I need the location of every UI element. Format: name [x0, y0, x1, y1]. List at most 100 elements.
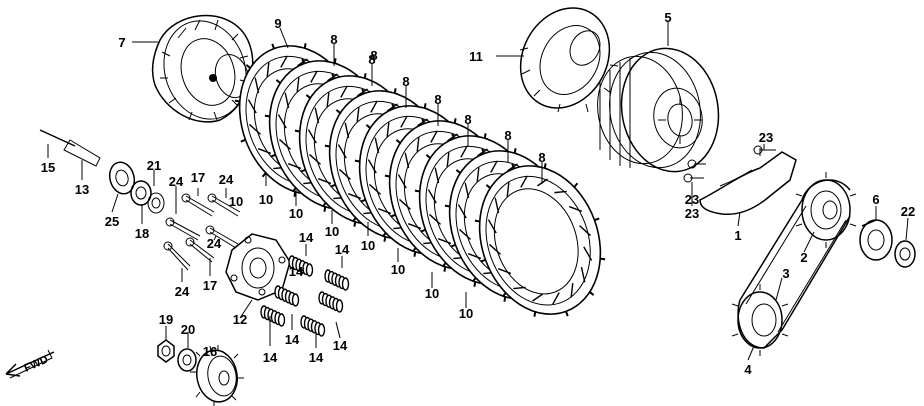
callout-8: 8: [504, 128, 511, 143]
callout-9: 9: [274, 16, 281, 31]
callout-3: 3: [782, 266, 789, 281]
plate-tab: [473, 281, 477, 287]
clutch-spring: [288, 255, 314, 277]
plate-tab: [485, 184, 491, 189]
plate-hatch: [494, 197, 500, 214]
plate-hatch: [356, 107, 360, 122]
plate-hatch: [308, 153, 322, 165]
fwd-label: FWD: [22, 354, 50, 375]
plate-tab: [321, 202, 327, 208]
clutch-springs: [260, 255, 350, 337]
plate-hatch: [277, 114, 287, 129]
lifter-rod-group: [39, 129, 165, 214]
clutch-plate-stack: [234, 43, 606, 317]
callout-14: 14: [285, 332, 300, 347]
callout-20: 20: [181, 322, 195, 337]
plate-hatch: [487, 219, 497, 234]
plate-hatch: [497, 268, 512, 275]
plate-hatch: [464, 182, 470, 199]
plate-tab: [330, 183, 336, 188]
clutch-spring: [260, 305, 286, 327]
plate-tab: [360, 198, 366, 203]
plate-hatch: [446, 152, 450, 167]
plate-tab: [353, 221, 357, 227]
plate-hatch: [347, 193, 362, 200]
callout-13: 13: [75, 182, 89, 197]
plate-hatch: [417, 118, 428, 127]
plate-hatch: [447, 133, 458, 142]
nut-washer-gear: [157, 339, 244, 406]
plate-tab: [305, 94, 311, 99]
plate-tab: [474, 219, 480, 223]
plate-hatch: [580, 266, 586, 283]
plate-hatch: [513, 286, 526, 290]
plate-hatch: [437, 238, 452, 245]
plate-tab: [420, 228, 426, 233]
plate-tab: [413, 251, 417, 257]
plate-tab: [423, 103, 427, 109]
plate-hatch: [357, 88, 368, 97]
plate-tab: [335, 109, 341, 114]
plate-tab: [503, 296, 507, 302]
plate-tab: [425, 154, 431, 159]
plate-hatch: [266, 62, 270, 77]
callout-14: 14: [335, 242, 350, 257]
plate-tab: [594, 217, 600, 222]
plate-tab: [451, 133, 455, 139]
plate-hatch: [254, 77, 260, 94]
plate-hatch: [507, 163, 518, 172]
callout-6: 6: [872, 192, 879, 207]
callout-17: 17: [191, 170, 205, 185]
plate-tab: [390, 213, 396, 218]
oil-pump-drive: [731, 172, 916, 356]
callout-12: 12: [233, 312, 247, 327]
plate-hatch: [284, 92, 290, 109]
plate-tab: [533, 311, 537, 317]
callout-19: 19: [159, 312, 173, 327]
plate-tab: [483, 133, 487, 139]
plate-hatch: [337, 144, 347, 159]
callout-8: 8: [370, 48, 377, 63]
plate-hatch: [297, 58, 308, 67]
callout-17: 17: [203, 278, 217, 293]
callout-10: 10: [425, 286, 439, 301]
callout-14: 14: [333, 338, 348, 353]
callout-10: 10: [391, 262, 405, 277]
plate-hatch: [427, 189, 437, 204]
plate-tab: [513, 148, 517, 154]
plate-tab: [271, 43, 275, 49]
clutch-plate-ring: [493, 188, 579, 295]
callout-10: 10: [325, 224, 339, 239]
callout-8: 8: [368, 52, 375, 67]
callout-15: 15: [41, 160, 55, 175]
plate-hatch: [457, 204, 467, 219]
clutch-spring: [318, 291, 344, 313]
plate-hatch: [477, 148, 488, 157]
callout-8: 8: [434, 92, 441, 107]
plate-hatch: [578, 225, 592, 237]
plate-hatch: [428, 213, 442, 225]
plate-hatch: [400, 115, 408, 128]
clutch-center-hub: [597, 47, 720, 173]
callout-23: 23: [685, 192, 699, 207]
plate-tab: [351, 217, 357, 223]
plate-tab: [565, 311, 569, 317]
plate-hatch: [416, 137, 420, 152]
plate-hatch: [520, 175, 528, 188]
clutch-plate-ring: [485, 175, 591, 306]
callout-10: 10: [229, 194, 243, 209]
plate-tab: [450, 243, 456, 248]
bolts-group: [163, 193, 241, 271]
plate-hatch: [340, 85, 348, 98]
callout-10: 10: [259, 192, 273, 207]
plate-tab: [275, 79, 281, 84]
plate-tab: [234, 99, 240, 103]
callout-10: 10: [361, 238, 375, 253]
plate-hatch: [583, 246, 593, 261]
callout-25: 25: [105, 214, 119, 229]
plate-hatch: [430, 130, 438, 143]
plate-tab: [384, 174, 390, 178]
plate-tab: [294, 129, 300, 133]
